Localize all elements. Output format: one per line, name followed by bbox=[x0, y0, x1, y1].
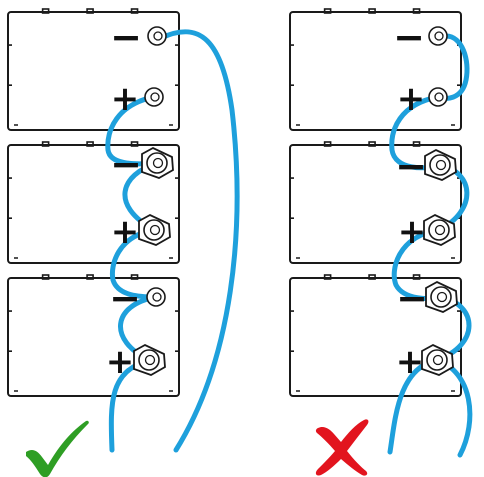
battery-layer bbox=[7, 8, 462, 397]
incorrect-positive-1-sign: + bbox=[397, 79, 426, 119]
terminal-lug-layer bbox=[133, 26, 458, 376]
incorrect-positive-2-sign: + bbox=[398, 212, 427, 252]
incorrect-negative-2-sign: − bbox=[395, 144, 427, 188]
incorrect-positive-3-sign: + bbox=[396, 342, 425, 382]
correct-positive-2-sign: + bbox=[111, 212, 140, 252]
correct-negative-2-sign: − bbox=[110, 142, 142, 186]
correct-negative-2-lug bbox=[141, 146, 174, 179]
incorrect-positive-2-lug bbox=[423, 213, 456, 246]
correct-cable-long-return bbox=[158, 29, 240, 453]
incorrect-positive-1-lug bbox=[428, 87, 448, 107]
correct-negative-3-lug bbox=[146, 287, 166, 307]
incorrect-negative-1-sign: − bbox=[393, 15, 425, 59]
check-mark-icon bbox=[26, 420, 89, 477]
incorrect-negative-1-lug bbox=[428, 26, 448, 46]
correct-positive-3-lug bbox=[133, 343, 166, 376]
correct-cable-1 bbox=[105, 94, 160, 167]
correct-positive-1-lug bbox=[144, 87, 164, 107]
battery-incorrect-1 bbox=[289, 8, 462, 131]
terminal-sign-layer: − − − + + + − − − + + + bbox=[106, 15, 428, 382]
incorrect-cable-2 bbox=[389, 94, 443, 171]
incorrect-positive-3-lug bbox=[421, 343, 454, 376]
correct-positive-2-lug bbox=[138, 213, 171, 246]
correct-positive-1-sign: + bbox=[111, 79, 140, 119]
verdict-mark-layer bbox=[26, 419, 369, 477]
incorrect-negative-3-lug bbox=[425, 280, 458, 313]
correct-cable-3 bbox=[109, 227, 159, 300]
incorrect-negative-3-sign: − bbox=[396, 276, 428, 320]
correct-negative-1-lug bbox=[147, 26, 167, 46]
cross-mark-icon bbox=[315, 419, 369, 476]
incorrect-negative-2-lug bbox=[424, 148, 457, 181]
correct-positive-3-sign: + bbox=[106, 342, 135, 382]
correct-negative-1-sign: − bbox=[110, 15, 142, 59]
correct-negative-3-sign: − bbox=[109, 276, 141, 320]
